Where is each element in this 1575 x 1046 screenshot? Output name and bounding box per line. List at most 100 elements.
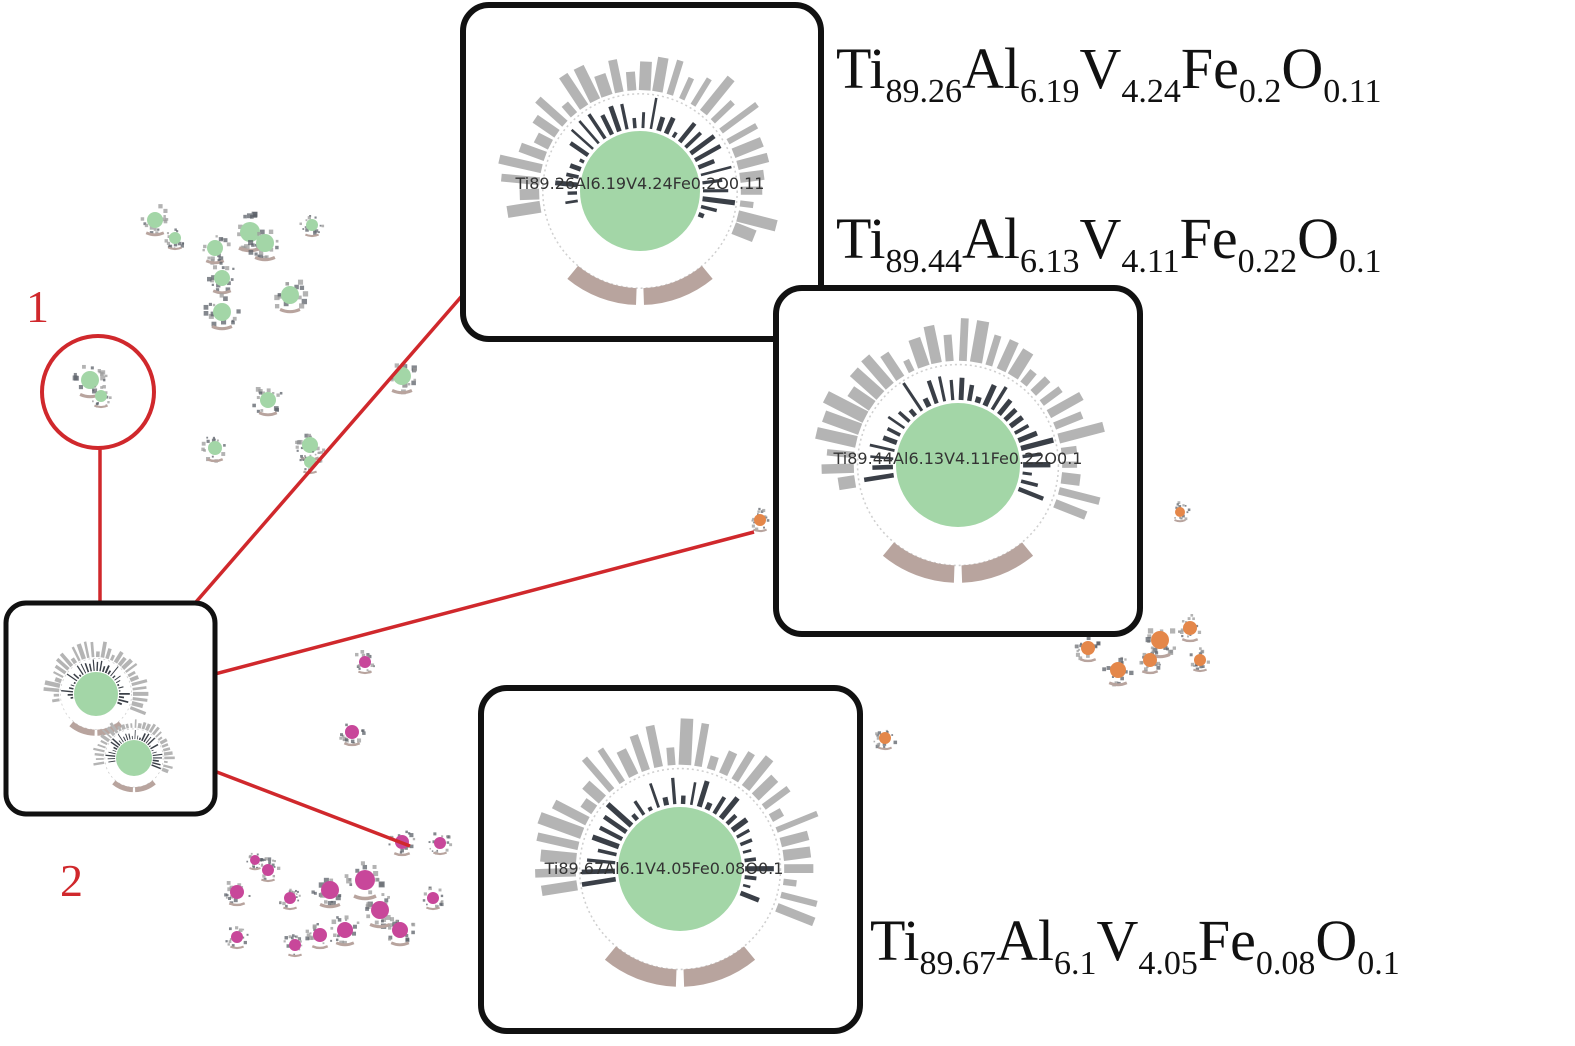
mini-bar [295,896,298,899]
mini-bar [267,857,272,861]
outer-bar [779,830,810,848]
mini-bar [1147,634,1152,639]
outer-bar [498,154,543,174]
outer-bar [125,723,130,729]
inner-bar [73,681,76,685]
mini-bar [751,519,754,522]
outer-bar [551,799,590,826]
mini-bar [318,882,325,888]
outer-bar [157,736,163,741]
mini-bar [319,892,326,898]
mini-bar [208,313,214,319]
mini-bar [1206,660,1210,664]
inner-bar [148,745,151,748]
mini-bar [372,864,377,869]
outer-bar [1057,421,1105,444]
mini-bar [212,265,218,270]
mini-bar [211,455,214,458]
outer-bar [782,846,812,861]
mini-bar [366,669,369,672]
formula-element: Fe [1179,206,1238,271]
mini-bar [292,891,296,895]
mini-bar [1156,665,1161,670]
guide-ring [542,93,738,289]
inner-bar [107,670,112,675]
formula-element: Ti [870,908,920,973]
formula-subscript: 6.19 [1020,73,1080,110]
mini-bar [1151,650,1155,654]
mini-bar [180,244,184,248]
mini-glyph [299,215,325,238]
mini-arc [145,231,165,237]
inner-bar [128,733,131,740]
mini-bar [413,378,417,382]
mini-bar [163,208,168,213]
inner-bar [869,443,895,452]
mini-bar [305,936,310,941]
outer-bar [535,96,568,127]
outer-bar [581,756,615,793]
mini-bar [256,853,259,856]
mini-bar [259,391,263,395]
outer-bar [1062,461,1078,468]
mini-bar [1200,649,1205,654]
mini-arc [228,902,246,907]
mini-bar [225,266,230,271]
inner-bar [937,376,947,402]
mini-bar [446,841,450,844]
mini-glyph [164,228,185,251]
mini-bar [428,886,432,891]
mini-bar [429,847,432,850]
mini-bar [266,388,271,393]
mini-bar [283,301,289,307]
mini-glyph [305,923,333,950]
inner-bar [600,114,614,136]
mini-bar [440,894,444,898]
mini-bar [272,859,275,862]
mini-bar [886,731,889,734]
base-arc-right [683,946,756,987]
inner-bar [113,746,118,750]
inner-bar [151,749,154,752]
mini-bar [766,519,770,522]
mini-bar [231,319,235,323]
mini-bar [296,449,299,452]
inner-bar [902,382,924,412]
mini-core [213,303,231,321]
zoom-glyph-group [43,641,175,793]
outer-bar [815,427,858,448]
mini-bar [149,231,154,235]
mini-bar [449,843,453,847]
mini-bar [1078,648,1081,651]
mini-glyph [252,386,283,417]
mini-bar [211,275,216,280]
mini-bar [360,650,365,654]
mini-bar [314,453,317,456]
mini-bar [324,900,328,904]
mini-bar [235,926,239,930]
mini-bar [294,284,299,290]
mini-bar [409,833,414,838]
mini-glyph [422,886,444,911]
formula-subscript: 0.1 [1339,243,1382,280]
mini-bar [446,835,448,838]
mini-bar [244,244,250,250]
mini-bar [105,374,108,378]
outer-bar [533,132,553,150]
mini-core [306,219,318,231]
mini-bar [446,835,450,839]
inner-bar [696,780,710,808]
formula-element: Al [996,908,1055,973]
mini-core [250,855,260,865]
mini-bar [275,245,279,250]
mini-bar [217,253,221,258]
mini-bar [298,439,303,445]
mini-bar [1124,670,1128,674]
inner-bar [718,796,740,821]
mini-bar [323,877,329,883]
formula-element: V [1079,206,1122,271]
outer-bar [125,663,138,673]
mini-bar [225,940,228,943]
mini-bar [256,396,260,400]
mini-bar [390,378,394,382]
